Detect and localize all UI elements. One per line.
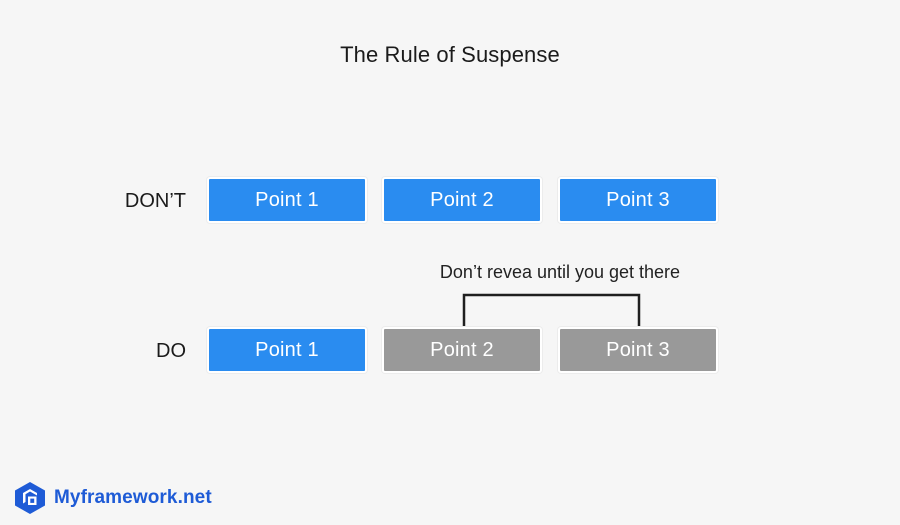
dont-row-label: DON’T [124,190,186,212]
brand: Myframework.net [14,481,212,515]
do-point-2-label: Point 2 [430,338,494,361]
diagram-title: The Rule of Suspense [340,42,560,67]
myframework-logo-icon [15,482,45,514]
do-point-1-label: Point 1 [255,338,319,361]
do-point-3-box: Point 3 [558,327,718,373]
dont-point-3-box: Point 3 [558,177,718,223]
dont-point-2-box: Point 2 [382,177,542,223]
bracket-connector [462,293,641,326]
annotation-text: Don’t revea until you get there [439,262,681,282]
do-point-2-box: Point 2 [382,327,542,373]
dont-point-1-label: Point 1 [255,188,319,211]
do-point-3-label: Point 3 [606,338,670,361]
dont-point-3-label: Point 3 [606,188,670,211]
brand-name: Myframework.net [54,487,212,508]
do-row-label: DO [156,340,186,362]
dont-point-2-label: Point 2 [430,188,494,211]
do-point-1-box: Point 1 [207,327,367,373]
dont-point-1-box: Point 1 [207,177,367,223]
